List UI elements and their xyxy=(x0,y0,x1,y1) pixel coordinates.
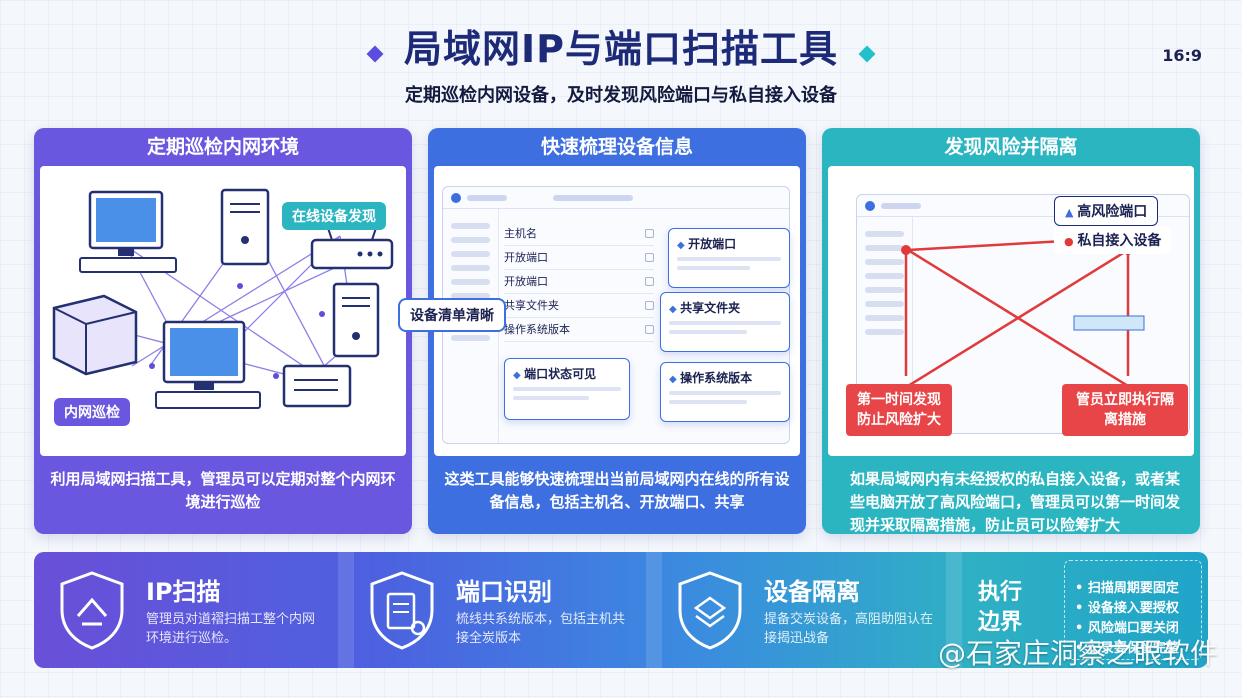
feature-title: 端口识别 xyxy=(456,578,552,606)
list-item: 扫描周期要固定 xyxy=(1075,579,1195,599)
shared-folder-popup: 共享文件夹 xyxy=(660,292,790,352)
workstation-icon xyxy=(155,320,261,409)
storage-box-icon xyxy=(282,364,352,408)
device-list-callout: 设备清单清晰 xyxy=(398,298,506,332)
printer-icon xyxy=(52,294,138,376)
panel-inspection: 定期巡检内网环境 xyxy=(34,128,412,534)
high-risk-port-tag: 高风险端口 xyxy=(1054,196,1159,226)
title-diamond-right-icon xyxy=(858,45,876,62)
page-title: 局域网IP与端口扫描工具 xyxy=(404,27,838,71)
isolation-cross-icon xyxy=(901,238,1145,388)
list-item: 操作系统版本 xyxy=(504,318,654,342)
early-detection-alert: 第一时间发现防止风险扩大 xyxy=(846,384,952,436)
server-tower-icon xyxy=(220,188,270,266)
list-item: 记录要保留完整 xyxy=(1075,639,1195,659)
security-shield-icon xyxy=(678,571,742,650)
feature-port-identify: 端口识别 梳线共系统版本，包括主机共接全炭版本 xyxy=(344,552,652,668)
panel-title: 快速梳理设备信息 xyxy=(540,136,693,158)
list-item: 开放端口 xyxy=(504,246,654,270)
panel-title: 发现风险并隔离 xyxy=(944,136,1078,158)
desktop-computer-icon xyxy=(79,190,177,273)
aspect-ratio-label: 16:9 xyxy=(1162,46,1202,65)
open-ports-popup: 开放端口 xyxy=(668,228,790,288)
list-item: 主机名 xyxy=(504,222,654,246)
page-subtitle: 定期巡检内网设备，及时发现风险端口与私自接入设备 xyxy=(405,85,837,106)
document-shield-icon xyxy=(370,571,434,650)
device-field-list: 主机名 开放端口 开放端口 共享文件夹 操作系统版本 xyxy=(504,222,654,342)
execution-title: 执行边界 xyxy=(978,580,1023,635)
title-diamond-left-icon xyxy=(366,45,384,62)
mock-sidebar xyxy=(857,217,913,433)
server-tower-right-icon xyxy=(332,282,380,358)
list-item: 风险端口要关闭 xyxy=(1075,619,1195,639)
list-item: 设备接入要授权 xyxy=(1075,599,1195,619)
app-logo-icon xyxy=(865,200,875,211)
list-item: 共享文件夹 xyxy=(504,294,654,318)
panel-title: 定期巡检内网环境 xyxy=(146,136,299,158)
intranet-inspection-tag: 内网巡检 xyxy=(54,398,130,426)
panel-risk-isolation: 发现风险并隔离 高风险端口 私自接入设备 第一时间发现防止风险扩大 管员立即执行… xyxy=(822,128,1200,534)
risk-illustration: 高风险端口 私自接入设备 第一时间发现防止风险扩大 管员立即执行隔离措施 xyxy=(828,166,1194,456)
feature-desc: 梳线共系统版本，包括主机共接全炭版本 xyxy=(456,612,626,646)
feature-desc: 提备交炭设备，高阻助阻认在接揭迅战备 xyxy=(764,612,934,646)
header: 局域网IP与端口扫描工具 定期巡检内网设备，及时发现风险端口与私自接入设备 xyxy=(0,18,1242,107)
panel-description: 这类工具能够快速梳理出当前局域网内在线的所有设备信息，包括主机名、开放端口、共享 xyxy=(444,470,790,511)
checkbox-icon[interactable] xyxy=(645,301,654,310)
feature-desc: 管理员对道褶扫描工整个内网环境进行巡检。 xyxy=(146,612,316,646)
execution-boundary: 执行边界 扫描周期要固定 设备接入要授权 风险端口要关闭 记录要保留完整 xyxy=(952,552,1208,668)
feature-banner: IP扫描 管理员对道褶扫描工整个内网环境进行巡检。 端口识别 梳线共系统版本，包… xyxy=(34,552,1208,668)
panel-description: 如果局域网内有未经授权的私自接入设备，或者某些电脑开放了高风险端口，管理员可以第… xyxy=(850,470,1181,534)
checkbox-icon[interactable] xyxy=(645,277,654,286)
execution-rules: 扫描周期要固定 设备接入要授权 风险端口要关闭 记录要保留完整 xyxy=(1064,560,1202,660)
app-logo-icon xyxy=(451,192,461,203)
network-illustration: 在线设备发现 内网巡检 xyxy=(40,166,406,456)
list-item: 开放端口 xyxy=(504,270,654,294)
checkbox-icon[interactable] xyxy=(645,229,654,238)
feature-title: 设备隔离 xyxy=(764,578,860,606)
shield-icon xyxy=(60,571,124,650)
watermark: @石家庄洞察之眼软件 xyxy=(937,637,1218,670)
isolation-alert: 管员立即执行隔离措施 xyxy=(1062,384,1188,436)
feature-ip-scan: IP扫描 管理员对道褶扫描工整个内网环境进行巡检。 xyxy=(34,552,344,668)
checkbox-icon[interactable] xyxy=(645,325,654,334)
checkbox-icon[interactable] xyxy=(645,253,654,262)
rogue-device-tag: 私自接入设备 xyxy=(1054,226,1172,254)
feature-title: IP扫描 xyxy=(146,578,221,606)
feature-isolation: 设备隔离 提备交炭设备，高阻助阻认在接揭迅战备 xyxy=(652,552,952,668)
online-device-tag: 在线设备发现 xyxy=(282,202,386,230)
panel-description: 利用局域网扫描工具，管理员可以定期对整个内网环境进行巡检 xyxy=(50,470,396,511)
os-version-popup: 操作系统版本 xyxy=(660,362,790,422)
port-status-popup: 端口状态可见 xyxy=(504,358,630,420)
